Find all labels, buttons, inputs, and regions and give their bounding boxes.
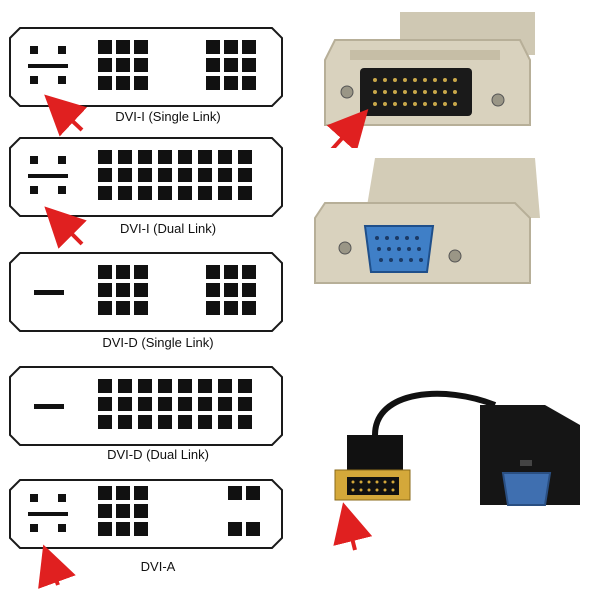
digital-pins-right bbox=[206, 40, 256, 90]
red-arrow bbox=[38, 544, 76, 589]
thumbscrew-right bbox=[491, 93, 505, 107]
thumbscrew-right bbox=[448, 249, 462, 263]
red-arrow bbox=[44, 206, 87, 249]
connector-dvi-a: DVI-A bbox=[9, 479, 283, 589]
digital-pins bbox=[98, 150, 252, 200]
connector-label: DVI-I (Dual Link) bbox=[120, 221, 216, 236]
connector-dvi-i-dual: DVI-I (Dual Link) bbox=[9, 137, 283, 249]
ground-blade bbox=[34, 404, 64, 409]
dvi-pinout-diagram: DVI-I (Single Link) DVI-I (Dual Link) bbox=[9, 27, 283, 589]
digital-pins-left bbox=[98, 265, 148, 315]
analog-pins bbox=[28, 46, 68, 84]
connector-dvi-i-single: DVI-I (Single Link) bbox=[9, 27, 283, 137]
digital-pins bbox=[98, 379, 252, 429]
connector-dvi-d-single: DVI-D (Single Link) bbox=[9, 252, 283, 350]
digital-pins-right bbox=[228, 486, 260, 536]
dvi-adapter-male-photo bbox=[305, 10, 550, 148]
connector-label: DVI-I (Single Link) bbox=[115, 109, 220, 124]
vga-adapter-box bbox=[480, 405, 580, 506]
digital-pins-left bbox=[98, 486, 148, 536]
dvi-to-vga-cable-photo bbox=[305, 365, 595, 555]
analog-pins bbox=[28, 494, 68, 532]
red-arrow bbox=[44, 94, 88, 137]
digital-pins-left bbox=[98, 40, 148, 90]
thumbscrew-left bbox=[338, 241, 352, 255]
digital-pins-right bbox=[206, 265, 256, 315]
dvi-plug bbox=[334, 435, 411, 501]
connector-label: DVI-A bbox=[141, 559, 176, 574]
connector-dvi-d-dual: DVI-D (Dual Link) bbox=[9, 366, 283, 462]
thumbscrew-left bbox=[340, 85, 354, 99]
ground-blade bbox=[34, 290, 64, 295]
red-arrow bbox=[326, 109, 369, 148]
connector-label: DVI-D (Dual Link) bbox=[107, 447, 209, 462]
analog-pins bbox=[28, 156, 68, 194]
dvi-adapter-vga-side-photo bbox=[305, 148, 550, 288]
connector-label: DVI-D (Single Link) bbox=[102, 335, 213, 350]
red-arrow bbox=[333, 502, 373, 551]
